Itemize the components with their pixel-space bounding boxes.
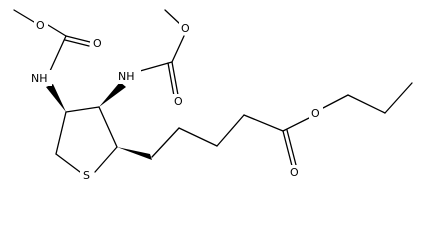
atom-o-ester-carbonyl: O	[290, 166, 299, 179]
bond-ring-c2-c3	[55, 111, 67, 155]
wedge-ring-to-chain	[117, 147, 152, 160]
wedge-ring-to-n-mid	[99, 82, 126, 107]
bond-methyl-o-mid	[164, 9, 181, 25]
bond-ring-c4-c5	[98, 106, 118, 148]
bond-ester-c-o-double-a	[282, 130, 293, 167]
bond-methyl-o-left	[13, 9, 35, 23]
bond-ester-o-propyl	[322, 94, 349, 109]
bond-ring-c3-c4	[65, 106, 100, 113]
atom-nh-mid: NH	[118, 70, 135, 83]
atom-o-ester-single: O	[311, 107, 320, 120]
atom-o-methoxy-left: O	[36, 19, 45, 32]
bond-chain-1	[151, 127, 180, 158]
bond-c-n-mid	[139, 61, 173, 72]
bond-c-o-double-mid-b	[167, 62, 175, 97]
bond-propyl-2	[347, 94, 386, 114]
bond-ring-c5-s	[94, 146, 118, 173]
bond-c-o-double-mid-a	[171, 61, 179, 96]
wedge-ring-to-n-left	[46, 84, 66, 112]
atom-o-carbonyl-left: O	[93, 37, 102, 50]
atom-s-ring: S	[83, 169, 90, 182]
bond-chain-3	[216, 114, 245, 147]
bond-c-n-left	[49, 35, 67, 72]
wedges	[46, 82, 152, 160]
atom-o-methoxy-mid: O	[181, 22, 190, 35]
bond-chain-5	[282, 117, 310, 132]
bond-chain-2	[178, 127, 218, 147]
bond-chain-4	[243, 114, 284, 132]
bond-o-c-left	[47, 24, 67, 37]
atom-o-carbonyl-mid: O	[174, 95, 183, 108]
structure-diagram: O O NH O O NH S O O	[13, 9, 413, 182]
bond-ring-s-c2	[55, 153, 81, 173]
bond-propyl-3	[384, 82, 413, 114]
bond-o-c-mid	[171, 35, 185, 63]
atom-labels: O O NH O O NH S O O	[30, 18, 323, 182]
atom-nh-left: NH	[31, 72, 48, 85]
bonds	[13, 9, 413, 173]
bond-c-o-double-left-a	[65, 35, 91, 43]
bond-c-o-double-left-b	[64, 39, 90, 47]
bond-ester-c-o-double-b	[286, 129, 297, 166]
